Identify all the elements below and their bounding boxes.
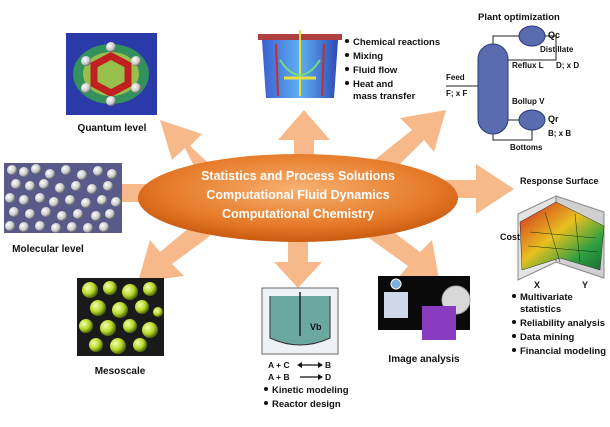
surface-x: X <box>534 280 540 290</box>
surface-bullet-3: Data mining <box>520 332 575 343</box>
arrow-to-reactor <box>278 110 330 162</box>
column-top-line <box>492 35 519 44</box>
kinetic-bullet-1: Kinetic modeling <box>272 385 349 396</box>
surface-title: Response Surface <box>520 176 599 186</box>
mesoscale-label: Mesoscale <box>95 366 146 377</box>
plant-qc: Qc <box>548 30 560 40</box>
plant-reflux: Reflux L <box>512 61 544 70</box>
surface-bullet-dot-3 <box>512 334 516 338</box>
kinetic-eq2-right: D <box>325 372 331 382</box>
surface-bullet-1: Multivariate <box>520 292 573 303</box>
condenser <box>518 25 546 47</box>
image-analysis-panel: Image analysis <box>378 276 471 365</box>
surface-bullets: Multivariate statistics Reliability anal… <box>512 292 606 357</box>
distillation-column <box>477 43 509 135</box>
surface-y: Y <box>582 280 588 290</box>
arrow-to-kinetic <box>274 238 322 288</box>
arrow-to-image <box>366 222 440 284</box>
benzene-ring <box>90 52 132 97</box>
mesoscale-panel: Mesoscale <box>77 278 164 377</box>
surface-mesh-1 <box>529 231 597 239</box>
surface-mesh-3 <box>544 211 561 263</box>
plant-title: Plant optimization <box>478 12 560 23</box>
kinetic-bullet-dot-2 <box>264 401 268 405</box>
response-surface <box>519 201 605 271</box>
center-line-2: Computational Fluid Dynamics <box>206 188 389 202</box>
reactor-bullet-3: Fluid flow <box>353 65 398 76</box>
plant-boilup: Bollup V <box>512 97 545 106</box>
center-ellipse <box>138 154 458 242</box>
plant-panel: Plant optimization Qc Distillate Reflux … <box>446 12 579 152</box>
center-line-1: Statistics and Process Solutions <box>201 169 395 183</box>
image-analysis-preview <box>384 292 408 318</box>
kinetic-panel: Vb A + C B A + B D Kinetic modeling Reac… <box>261 287 349 410</box>
reactor-bullets: Chemical reactions Mixing Fluid flow Hea… <box>345 37 440 102</box>
center-hub: Statistics and Process Solutions Computa… <box>138 154 458 242</box>
reactor-baffle-right <box>321 43 325 97</box>
kinetic-eq2-arrowhead <box>318 374 323 380</box>
image-analysis-label: Image analysis <box>388 354 460 365</box>
kinetic-eq1-right: B <box>325 360 331 370</box>
arrow-to-mesoscale <box>138 222 210 282</box>
reactor-flow <box>279 59 321 76</box>
molecular-particles <box>5 164 121 233</box>
kinetic-eq1-left: A + C <box>268 360 290 370</box>
molecular-panel: Molecular level <box>4 163 122 255</box>
center-line-3: Computational Chemistry <box>222 207 374 221</box>
benzene-atoms <box>81 42 141 106</box>
reactor-bullet-dot-2 <box>345 53 349 57</box>
column-bottom-line <box>492 130 533 141</box>
image-analysis-square <box>422 306 456 340</box>
reactor-panel: Chemical reactions Mixing Fluid flow Hea… <box>258 30 440 102</box>
kinetic-eq2-left: A + B <box>268 372 290 382</box>
column-reflux-line <box>508 35 557 61</box>
plant-bottoms: Bottoms <box>510 143 543 152</box>
surface-bullet-dot-4 <box>512 348 516 352</box>
eye-icon <box>390 278 402 290</box>
plant-d-flow: D; x D <box>556 61 579 70</box>
kinetic-eq1-arrowtail <box>297 362 302 368</box>
kinetic-bullet-2: Reactor design <box>272 399 341 410</box>
reactor-bullet-2: Mixing <box>353 51 383 62</box>
reactor-bullet-1: Chemical reactions <box>353 37 440 48</box>
surface-bullet-dot-1 <box>512 294 516 298</box>
reactor-bullet-4-cont: mass transfer <box>353 91 416 102</box>
mesoscale-spheres <box>79 281 163 354</box>
kinetic-vessel-label: Vb <box>310 322 322 332</box>
reactor-bullet-4: Heat and <box>353 79 393 90</box>
plant-qr: Qr <box>548 114 559 124</box>
plant-feed: Feed <box>446 73 465 82</box>
surface-panel: Response Surface Cost X Y Multivariate s… <box>500 176 606 357</box>
kinetic-bullet-dot-1 <box>264 387 268 391</box>
kinetic-eq1-arrowhead <box>318 362 323 368</box>
surface-mesh-4 <box>574 213 581 263</box>
surface-cost: Cost <box>500 232 520 242</box>
arrow-to-plant <box>372 110 446 176</box>
reactor-bullet-dot-4 <box>345 81 349 85</box>
molecular-label: Molecular level <box>12 244 84 255</box>
surface-bullet-dot-2 <box>512 320 516 324</box>
quantum-panel: Quantum level <box>66 33 157 134</box>
reactor-bullet-dot-3 <box>345 67 349 71</box>
plant-distillate: Distillate <box>540 45 574 54</box>
plant-b-flow: B; x B <box>548 129 571 138</box>
surface-bullet-4: Financial modeling <box>520 346 606 357</box>
arrow-to-surface <box>436 164 514 214</box>
quantum-label: Quantum level <box>78 123 147 134</box>
reactor-bullet-dot-1 <box>345 39 349 43</box>
reactor-baffle-left <box>275 43 279 97</box>
surface-bullet-1-cont: statistics <box>520 304 561 315</box>
surface-bullet-2: Reliability analysis <box>520 318 605 329</box>
plant-f-flow: F; x F <box>446 89 467 98</box>
reboiler <box>518 109 546 131</box>
surface-mesh-2 <box>527 245 599 253</box>
